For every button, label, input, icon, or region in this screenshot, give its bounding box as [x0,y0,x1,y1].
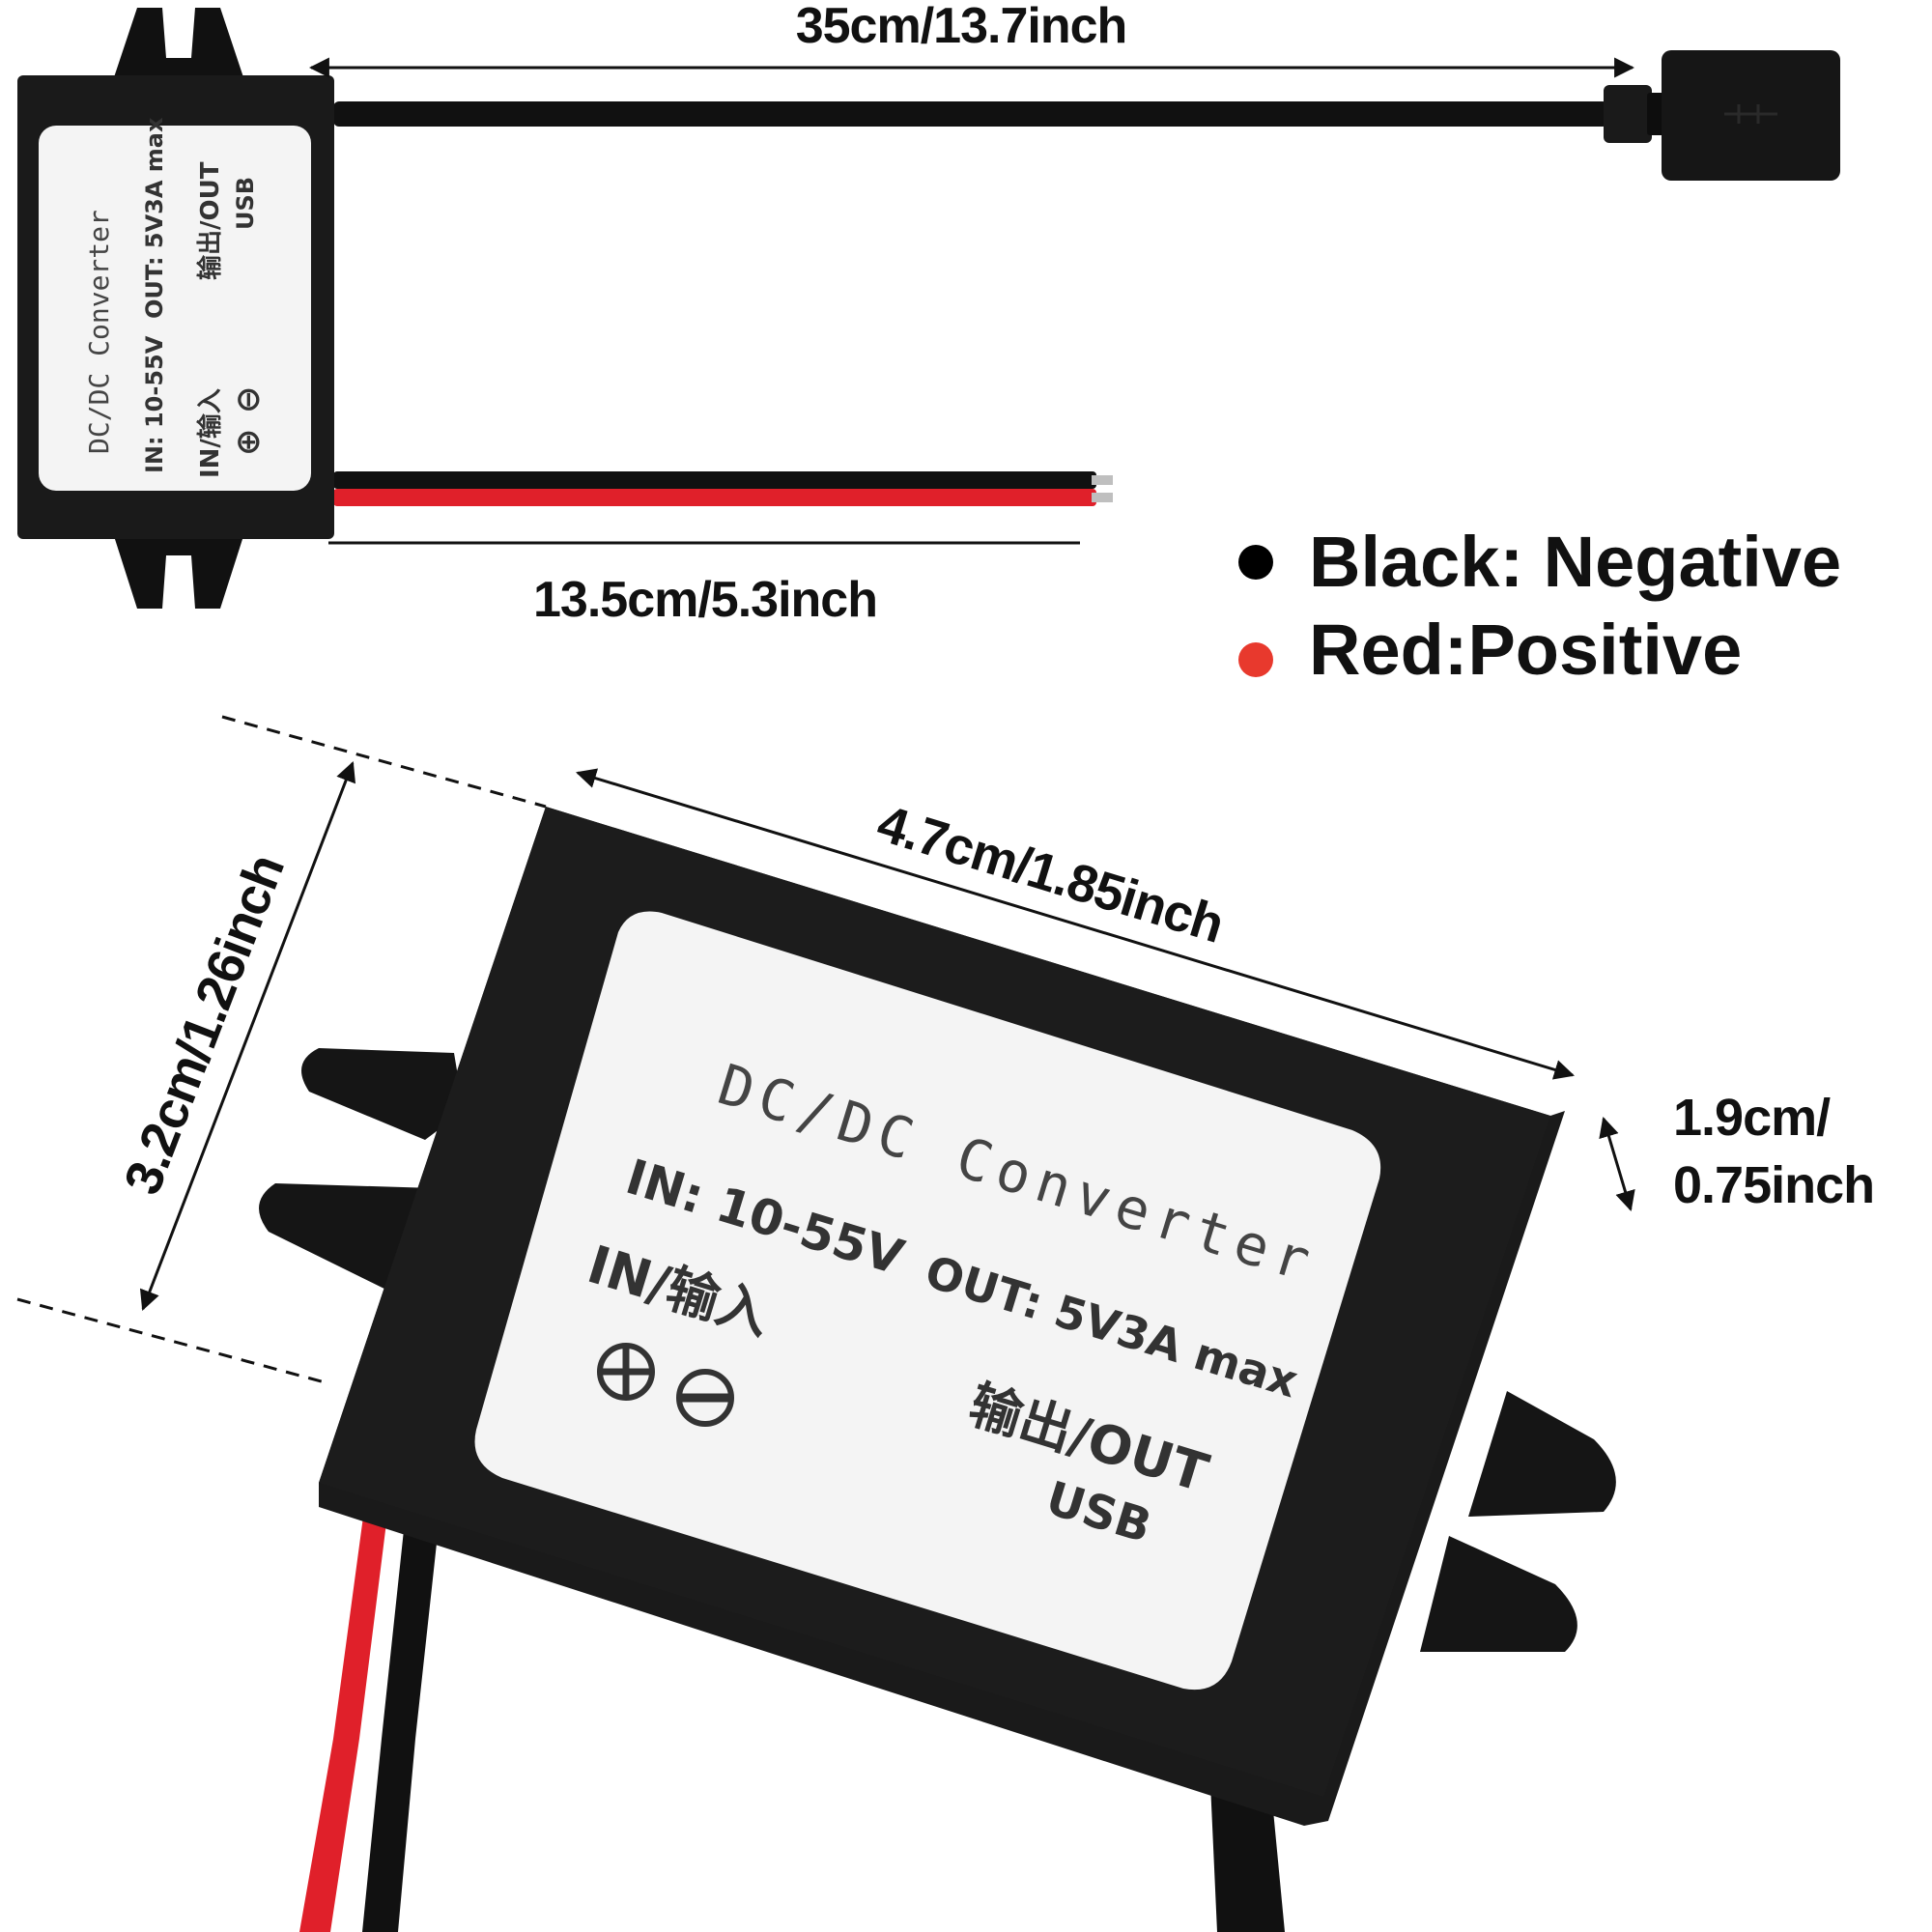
front-plus-icon [597,1343,655,1401]
legend-black-dot [1238,545,1273,580]
width-dimension-line [139,761,356,1311]
wire-tip-red [1092,493,1113,502]
top-label-input: IN: 10-55V [141,335,168,473]
usb-cable-length: 35cm/13.7inch [796,0,1127,54]
converter-label-front [474,911,1381,1690]
wire-legend: Black: Negative Red:Positive [1238,522,1841,690]
usb-connector [1604,50,1840,181]
dimension-view: DC/DC Converter IN: 10-55V OUT: 5V3A max… [16,715,1875,1932]
legend-red-dot [1238,642,1273,677]
legend-red-text: Red:Positive [1309,610,1742,690]
black-input-wire [333,471,1096,489]
legend-black-text: Black: Negative [1309,522,1841,602]
width-guide-top [221,715,547,809]
red-input-wire [333,489,1096,506]
minus-icon: ⊖ [229,386,268,414]
mounting-ear-top [114,8,243,77]
plus-icon: ⊕ [229,429,268,457]
height-dimension-line [1599,1116,1635,1212]
mounting-ear-right-1 [1468,1391,1616,1517]
converter-label-top [39,126,311,491]
top-label-usb: USB [232,177,259,230]
usb-cable [333,101,1608,127]
front-minus-icon [676,1369,734,1427]
black-wire-bottom [362,1512,440,1932]
height-dimension-line2: 0.75inch [1673,1156,1874,1214]
mounting-ear-right-2 [1420,1536,1577,1652]
red-wire-bottom [299,1502,388,1932]
usb-icon [1724,104,1777,124]
top-label-in-cn: IN/输入 [195,388,225,478]
length-dimension-line [575,768,1576,1080]
width-guide-bottom [16,1297,329,1385]
top-label-title: DC/DC Converter [83,210,115,454]
top-label-output: OUT: 5V3A max [141,117,168,319]
power-wire-length: 13.5cm/5.3inch [533,572,877,628]
wire-tip-black [1092,475,1113,485]
mounting-ear-bottom [114,536,243,609]
top-view: DC/DC Converter IN: 10-55V OUT: 5V3A max… [17,0,1840,628]
height-dimension-line1: 1.9cm/ [1673,1089,1831,1147]
top-label-out-cn: 输出/OUT [195,161,225,280]
